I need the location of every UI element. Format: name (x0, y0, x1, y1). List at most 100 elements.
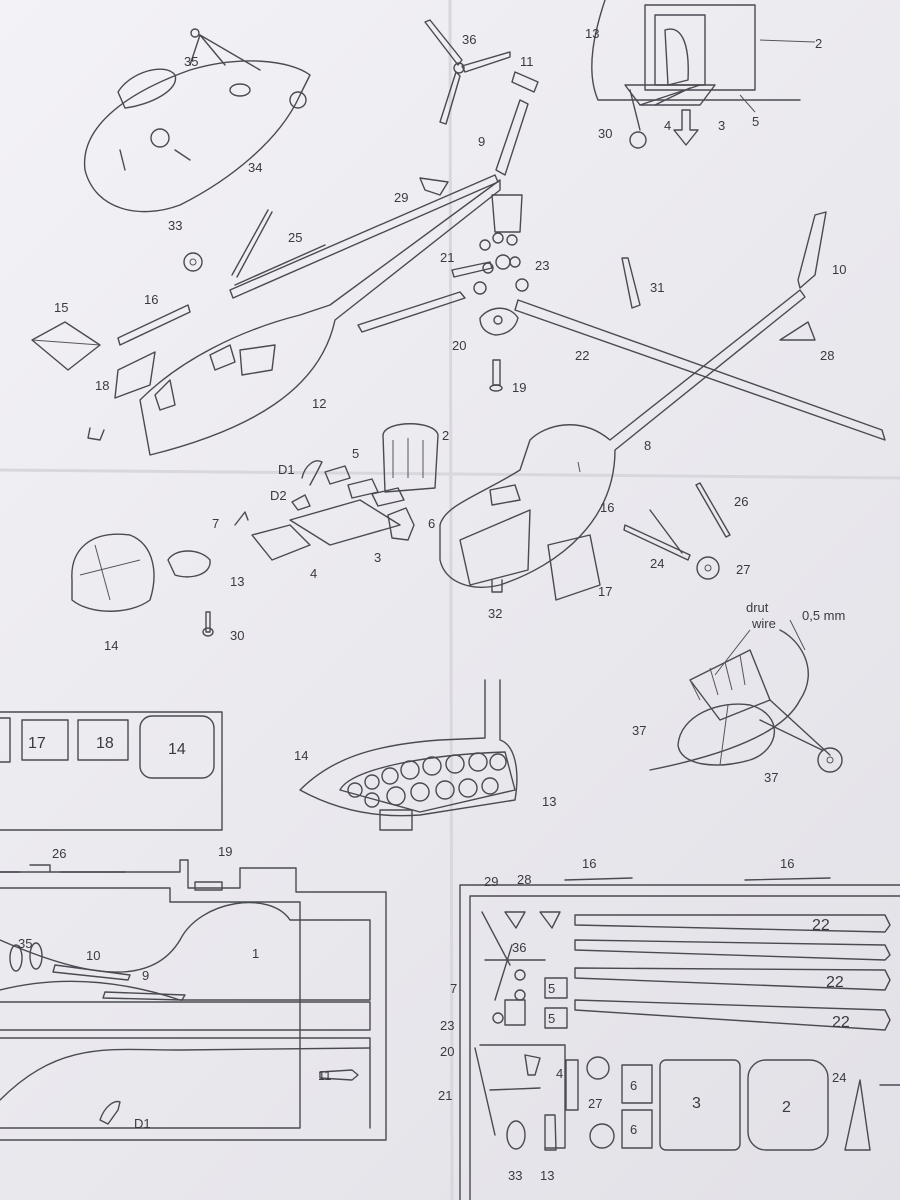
label-5-sheet-a: 5 (548, 981, 555, 996)
label-22-top: 22 (575, 348, 589, 363)
label-18: 18 (95, 378, 109, 393)
label-28-top: 28 (820, 348, 834, 363)
label-2-mid: 2 (442, 428, 449, 443)
label-5-top: 5 (752, 114, 759, 129)
label-14-mid: 14 (104, 638, 118, 653)
label-5-mid: 5 (352, 446, 359, 461)
fuselage-half-8 (439, 289, 806, 588)
label-d2: D2 (270, 488, 287, 503)
window-strip-13 (339, 751, 516, 813)
label-23-sheet: 23 (440, 1018, 454, 1033)
label-drut: drut (746, 600, 769, 615)
label-37-left: 37 (632, 723, 646, 738)
label-d1-sheet: D1 (134, 1116, 151, 1131)
label-24-sheet: 24 (832, 1070, 846, 1085)
label-14-sheet: 14 (168, 741, 186, 758)
gear-detail-37 (649, 619, 843, 773)
label-16-sheet-a: 16 (582, 856, 596, 871)
label-9: 9 (478, 134, 485, 149)
rotor-hub (451, 194, 529, 392)
label-31: 31 (650, 280, 664, 295)
label-wire-size: 0,5 mm (802, 608, 845, 623)
label-d1-mid: D1 (278, 462, 295, 477)
label-37-right: 37 (764, 770, 778, 785)
label-10-top: 10 (832, 262, 846, 277)
label-35: 35 (184, 54, 198, 69)
label-30-top: 30 (598, 126, 612, 141)
fuselage-top-detail (83, 28, 311, 213)
label-11-sheet: 11 (318, 1068, 332, 1083)
label-9-sheet: 9 (142, 968, 149, 983)
label-23-top: 23 (535, 258, 549, 273)
label-11: 11 (520, 54, 534, 69)
label-10-sheet: 10 (86, 948, 100, 963)
label-6-sheet-b: 6 (630, 1122, 637, 1137)
label-36-sheet: 36 (512, 940, 526, 955)
label-25: 25 (288, 230, 302, 245)
label-30-mid: 30 (230, 628, 244, 643)
label-33: 33 (168, 218, 182, 233)
label-13-top: 13 (585, 26, 599, 41)
label-22-sheet-a: 22 (812, 917, 830, 934)
label-13-strip: 13 (542, 794, 556, 809)
label-27-mid: 27 (736, 562, 750, 577)
label-3-mid: 3 (374, 550, 381, 565)
label-19-sheet: 19 (218, 844, 232, 859)
label-26-mid: 26 (734, 494, 748, 509)
label-13-mid: 13 (230, 574, 244, 589)
label-21-sheet: 21 (438, 1088, 452, 1103)
label-27-sheet: 27 (588, 1096, 602, 1111)
label-16-mid: 16 (600, 500, 614, 515)
label-18-sheet: 18 (96, 735, 114, 752)
nose-canopy-14 (71, 533, 155, 612)
cockpit-cutaway (591, 0, 816, 149)
part-2-door (382, 423, 439, 493)
label-29: 29 (394, 190, 408, 205)
label-6-mid: 6 (428, 516, 435, 531)
label-2-sheet: 2 (782, 1099, 791, 1116)
label-15: 15 (54, 300, 68, 315)
label-35-sheet: 35 (18, 936, 32, 951)
label-7-sheet: 7 (450, 981, 457, 996)
label-3-top: 3 (718, 118, 725, 133)
label-5-sheet-b: 5 (548, 1011, 555, 1026)
label-24-mid: 24 (650, 556, 664, 571)
label-14-strip: 14 (294, 748, 308, 763)
label-17-mid: 17 (598, 584, 612, 599)
parts-sheet-right (459, 877, 900, 1200)
label-21-top: 21 (440, 250, 454, 265)
label-29-sheet: 29 (484, 874, 498, 889)
label-32: 32 (488, 606, 502, 621)
label-4-mid: 4 (310, 566, 317, 581)
label-26-sheet: 26 (52, 846, 66, 861)
portholes (347, 752, 507, 808)
label-13-sheet: 13 (540, 1168, 554, 1183)
label-4-sheet: 4 (556, 1066, 563, 1081)
label-28-sheet: 28 (517, 872, 531, 887)
label-20-top: 20 (452, 338, 466, 353)
parts-sheet-windows (0, 711, 223, 831)
label-3-sheet: 3 (692, 1095, 701, 1112)
label-6-sheet-a: 6 (630, 1078, 637, 1093)
fuselage-half-12 (139, 179, 501, 456)
label-36: 36 (462, 32, 476, 47)
label-4-top: 4 (664, 118, 671, 133)
label-22-sheet-c: 22 (832, 1014, 850, 1031)
label-20-sheet: 20 (440, 1044, 454, 1059)
label-wire: wire (751, 616, 776, 631)
label-34: 34 (248, 160, 262, 175)
label-1-sheet: 1 (252, 946, 259, 961)
label-33-sheet: 33 (508, 1168, 522, 1183)
label-2-top: 2 (815, 36, 822, 51)
parts-sheet-left (0, 859, 387, 1141)
label-12: 12 (312, 396, 326, 411)
label-8: 8 (644, 438, 651, 453)
tail-rotor-36 (424, 19, 511, 125)
label-16-sheet-b: 16 (780, 856, 794, 871)
label-22-sheet-b: 22 (826, 974, 844, 991)
rotor-blade-22 (514, 299, 886, 441)
label-17-sheet: 17 (28, 735, 46, 752)
label-7-mid: 7 (212, 516, 219, 531)
